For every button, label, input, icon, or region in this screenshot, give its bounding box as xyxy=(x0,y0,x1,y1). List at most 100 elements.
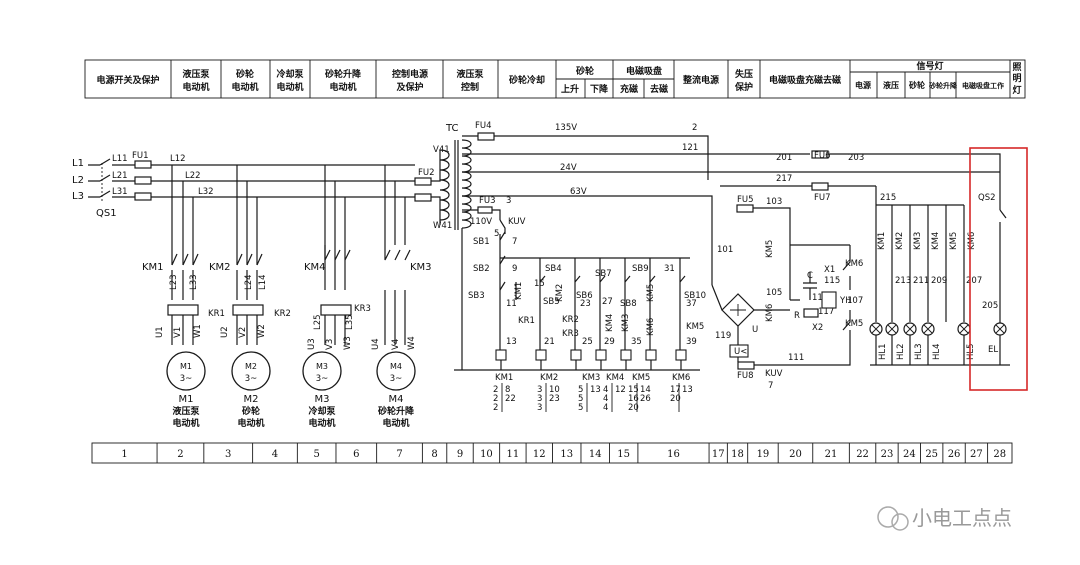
fu1-label: FU1 xyxy=(132,151,149,161)
wire-label: 113 xyxy=(812,293,828,303)
contactor-label: KM6 xyxy=(765,304,775,322)
fuse-icon xyxy=(414,193,432,202)
term-label: V1 xyxy=(173,327,183,338)
button-label: SB6 xyxy=(576,291,593,301)
km4-label: KM4 xyxy=(304,262,326,273)
wire-label: 103 xyxy=(766,197,782,207)
footer-number: 11 xyxy=(506,449,519,460)
fuse-icon xyxy=(736,204,754,213)
lamp-label: HL3 xyxy=(914,343,924,360)
wire-label: 217 xyxy=(776,174,792,184)
node-label: 21 xyxy=(544,337,555,347)
footer-number: 13 xyxy=(560,449,573,460)
wire-label: L12 xyxy=(170,154,186,164)
wire-label: 211 xyxy=(913,276,929,286)
term-label: U4 xyxy=(371,338,381,350)
motor-id: M4 xyxy=(389,394,404,405)
xref-main: 3 xyxy=(537,394,542,404)
xref-aux: 13 xyxy=(590,385,601,395)
coil-label: KM4 xyxy=(606,373,624,383)
header-cell: 信号灯 xyxy=(916,60,943,72)
footer-number: 21 xyxy=(825,449,838,460)
wire-label: 201 xyxy=(776,153,792,163)
node-label: 27 xyxy=(602,297,613,307)
footer-number: 18 xyxy=(731,449,744,460)
capacitor-icon xyxy=(803,272,817,300)
x1-label: X1 xyxy=(824,265,835,275)
motor-name: 电动机 xyxy=(382,417,409,429)
xref-main: 3 xyxy=(537,385,542,395)
wire-label: 121 xyxy=(682,143,698,153)
footer-number: 25 xyxy=(925,449,938,460)
wire-label: 115 xyxy=(824,276,840,286)
wire-label: 111 xyxy=(788,353,804,363)
wire-label: L21 xyxy=(112,171,128,181)
phase-label: L2 xyxy=(72,175,84,186)
wire-label: L22 xyxy=(185,171,201,181)
xref-main: 2 xyxy=(493,385,498,395)
lamp-label: HL5 xyxy=(966,343,976,360)
contactor-label: KM5 xyxy=(646,284,656,302)
kuv-label: KUV xyxy=(508,217,526,227)
node-label: 13 xyxy=(506,337,517,347)
tc-label: TC xyxy=(445,123,459,134)
footer-number: 1 xyxy=(121,449,127,460)
header-cell: 照 xyxy=(1012,62,1021,73)
node-label: 29 xyxy=(604,337,615,347)
yh-label: YH xyxy=(839,296,852,306)
phase-label: L1 xyxy=(72,158,84,169)
lamp-icon xyxy=(869,322,883,336)
header-cell: 砂轮升降 xyxy=(325,68,362,80)
header-subcell: 电源 xyxy=(855,80,871,90)
lamp-label: HL2 xyxy=(896,343,906,360)
relay-label: KR2 xyxy=(562,315,579,325)
coil-label: KM3 xyxy=(582,373,600,383)
header-cell: 电磁吸盘 xyxy=(626,65,662,77)
term-label: U3 xyxy=(307,338,317,350)
header-cell: 电动机 xyxy=(182,81,209,93)
xref-aux: 13 xyxy=(682,385,693,395)
kr3-label: KR3 xyxy=(354,304,371,314)
kr1-label: KR1 xyxy=(208,309,225,319)
contactor-label: KM3 xyxy=(621,314,631,332)
term-label: U2 xyxy=(220,326,230,338)
button-label: SB4 xyxy=(545,264,562,274)
header-cell: 保护 xyxy=(734,81,753,93)
wechat-icon xyxy=(877,506,899,528)
xref-main: 5 xyxy=(578,394,583,404)
wire-label: 2 xyxy=(692,123,697,133)
wechat-icon-bubble xyxy=(891,513,909,531)
relay-icon xyxy=(320,304,352,316)
header-cell: 整流电源 xyxy=(682,74,719,86)
button-label: SB3 xyxy=(468,291,485,301)
node-label: 35 xyxy=(631,337,642,347)
lamp-label: HL4 xyxy=(932,343,942,360)
voltage-label: 135V xyxy=(555,123,577,133)
coil-icon xyxy=(570,349,582,361)
header-cell: 砂轮冷却 xyxy=(509,74,545,86)
contactor-label: KM5 xyxy=(845,319,863,329)
voltage-label: 63V xyxy=(570,187,587,197)
footer-number: 24 xyxy=(903,449,916,460)
motor-id: M1 xyxy=(179,394,194,405)
voltage-label: 24V xyxy=(560,163,577,173)
watermark: 小电工点点 xyxy=(877,506,1012,531)
contactor-label: KM5 xyxy=(765,240,775,258)
relay-icon xyxy=(232,304,264,316)
wire-label: 213 xyxy=(895,276,911,286)
fu4-label: FU4 xyxy=(475,121,492,131)
coil-icon xyxy=(535,349,547,361)
control-section: TC FU2 V41 W41 FU4 135V 2 121 24V 63V FU… xyxy=(414,121,1000,413)
motor-name: 砂轮升降 xyxy=(378,405,415,417)
motor-id: M3 xyxy=(315,394,330,405)
footer-number: 8 xyxy=(431,449,437,460)
button-label: SB8 xyxy=(620,299,637,309)
footer-number: 19 xyxy=(757,449,770,460)
wire-label: 209 xyxy=(931,276,947,286)
highlight-box xyxy=(969,147,1028,391)
term-label: V3 xyxy=(325,339,335,350)
motor-type: 3~ xyxy=(390,374,403,384)
wire-label: 203 xyxy=(848,153,864,163)
coil-label: KM5 xyxy=(632,373,650,383)
